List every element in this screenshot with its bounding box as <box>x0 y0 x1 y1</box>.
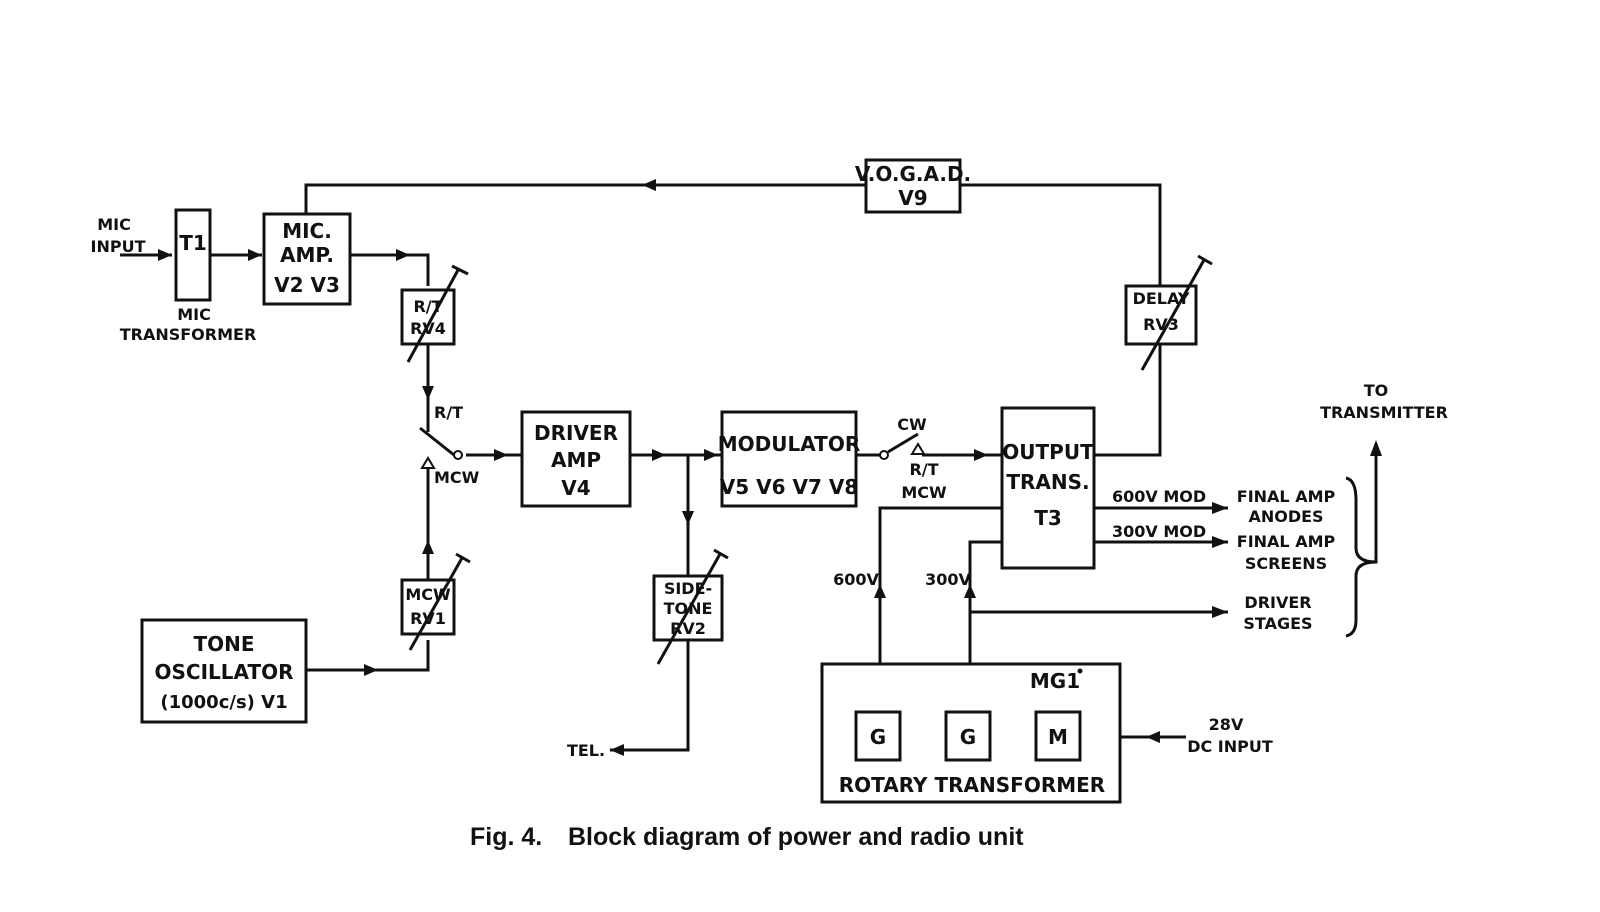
tone-osc-line-3: (1000c/s) V1 <box>160 692 287 713</box>
driver-amp-line-2: AMP <box>551 448 601 472</box>
dc-input-line-1: 28V <box>1209 715 1244 734</box>
mic-transformer-line-2: TRANSFORMER <box>120 325 257 344</box>
arrowheads <box>158 179 1382 756</box>
rv4-adjust-arrow <box>406 269 460 363</box>
generator-1 <box>854 710 902 762</box>
caption-title: Block diagram of power and radio unit <box>568 823 1024 851</box>
vogad-line-1: V.O.G.A.D. <box>855 162 971 186</box>
mic-amp-line-1: MIC. <box>282 219 332 243</box>
delay-adjust-arrow <box>1140 259 1206 371</box>
mic-input-line-2: INPUT <box>91 237 146 256</box>
switch2-mcw-label: MCW <box>901 483 947 502</box>
motor <box>1034 710 1082 762</box>
dc-input-line-2: DC INPUT <box>1187 737 1273 756</box>
connection-lines <box>120 183 1378 752</box>
modulator-block: MODULATOR V5 V6 V7 V8 <box>718 410 860 508</box>
modulator-line-1: MODULATOR <box>718 432 860 456</box>
switch2-rt-label: R/T <box>909 460 938 479</box>
tone-osc-line-2: OSCILLATOR <box>155 660 294 684</box>
delay-line-1: DELAY <box>1133 289 1190 308</box>
rv2-block: SIDE- TONE RV2 <box>652 548 729 665</box>
driver-amp-block: DRIVER AMP V4 <box>520 410 632 508</box>
switch1-rt-label: R/T <box>434 403 463 422</box>
generator-2 <box>944 710 992 762</box>
driver-amp-line-1: DRIVER <box>534 421 618 445</box>
driver-stages-line-1: DRIVER <box>1244 593 1311 612</box>
switch1-mcw-label: MCW <box>434 468 480 487</box>
rv1-block: MCW RV1 <box>400 552 471 651</box>
annotations: MIC INPUT MIC TRANSFORMER R/T MCW CW R/T… <box>91 215 1448 760</box>
rv2-adjust-arrow <box>656 553 722 665</box>
final-amp-screens-line-1: FINAL AMP <box>1237 532 1336 551</box>
v600-label: 600V <box>833 570 879 589</box>
driver-amp-line-3: V4 <box>561 476 590 500</box>
v300-mod-label: 300V MOD <box>1112 522 1206 541</box>
figure-caption: Fig. 4. Block diagram of power and radio… <box>470 823 1024 851</box>
caption-fig-number: Fig. 4. <box>470 823 542 851</box>
generator-1-label: G <box>870 725 886 749</box>
delay-line-2: RV3 <box>1143 315 1179 334</box>
v600-mod-label: 600V MOD <box>1112 487 1206 506</box>
mic-amp-line-3: V2 V3 <box>274 273 340 297</box>
output-trans-line-3: T3 <box>1034 506 1062 530</box>
switch2-cw-label: CW <box>897 415 927 434</box>
tel-label: TEL. <box>567 741 605 760</box>
motor-label: M <box>1048 725 1068 749</box>
driver-stages-line-2: STAGES <box>1243 614 1312 633</box>
modulator-line-2: V5 V6 V7 V8 <box>720 475 858 499</box>
final-amp-anodes-line-2: ANODES <box>1248 507 1323 526</box>
output-trans-line-1: OUTPUT <box>1002 440 1094 464</box>
cw-rt-switch <box>879 432 926 460</box>
mg1-block: MG1 G G M ROTARY TRANSFORMER <box>820 662 1122 804</box>
mic-input-line-1: MIC <box>97 215 131 234</box>
mic-amp-block: MIC. AMP. V2 V3 <box>262 212 352 306</box>
vogad-line-2: V9 <box>898 186 927 210</box>
mic-amp-line-2: AMP. <box>280 243 334 267</box>
output-trans-block: OUTPUT TRANS. T3 <box>1000 406 1096 570</box>
mic-transformer-line-1: MIC <box>177 305 211 324</box>
v300-label: 300V <box>925 570 971 589</box>
to-transmitter-line-2: TRANSMITTER <box>1320 403 1448 422</box>
rv2-line-1: SIDE- <box>664 579 712 598</box>
delay-block: DELAY RV3 <box>1124 254 1213 371</box>
tone-oscillator-block: TONE OSCILLATOR (1000c/s) V1 <box>140 618 308 724</box>
tone-osc-line-1: TONE <box>193 632 254 656</box>
generator-2-label: G <box>960 725 976 749</box>
rv4-block: R/T RV4 <box>400 264 469 363</box>
rv1-adjust-arrow <box>408 557 464 651</box>
t1-block: T1 <box>174 208 212 302</box>
rv4-line-2: RV4 <box>410 319 446 338</box>
t1-label: T1 <box>179 231 207 255</box>
vogad-block: V.O.G.A.D. V9 <box>855 158 971 214</box>
final-amp-screens-line-2: SCREENS <box>1245 554 1327 573</box>
output-trans-line-2: TRANS. <box>1006 470 1089 494</box>
rt-mcw-switch <box>419 426 463 469</box>
to-transmitter-line-1: TO <box>1364 381 1389 400</box>
rotary-transformer-label: ROTARY TRANSFORMER <box>839 773 1105 797</box>
final-amp-anodes-line-1: FINAL AMP <box>1237 487 1336 506</box>
mg1-label: MG1 <box>1030 669 1080 693</box>
